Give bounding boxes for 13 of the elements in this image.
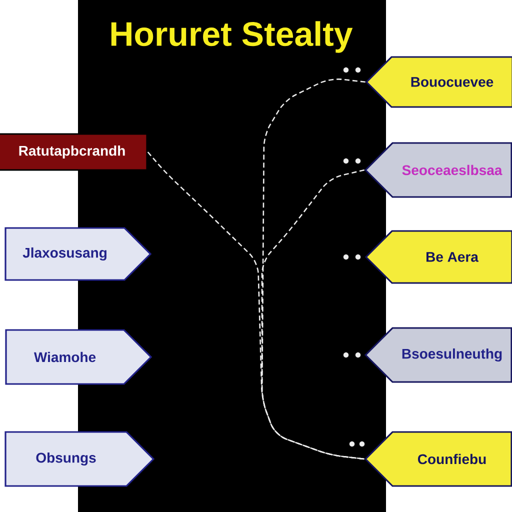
- title: Horuret Stealty: [111, 21, 353, 53]
- arrow-label: Obsungs: [4, 431, 155, 487]
- label-box: Ratutapbcrandh: [0, 133, 148, 171]
- arrow-label: Bsoesulneuthg: [364, 327, 512, 383]
- dashed-connector: [261, 78, 366, 460]
- arrow-label: Wiamohe: [5, 329, 152, 385]
- arrow-label: Jlaxosusang: [4, 227, 152, 281]
- arrow-label: Seoceaeslbsaa: [364, 142, 512, 198]
- arrow-label: Bouocuevee: [365, 56, 512, 108]
- arrow-label: Counfiebu: [364, 431, 512, 487]
- arrow-label: Be Aera: [364, 230, 512, 284]
- dashed-connector: [261, 169, 365, 460]
- dashed-connector: [147, 152, 364, 460]
